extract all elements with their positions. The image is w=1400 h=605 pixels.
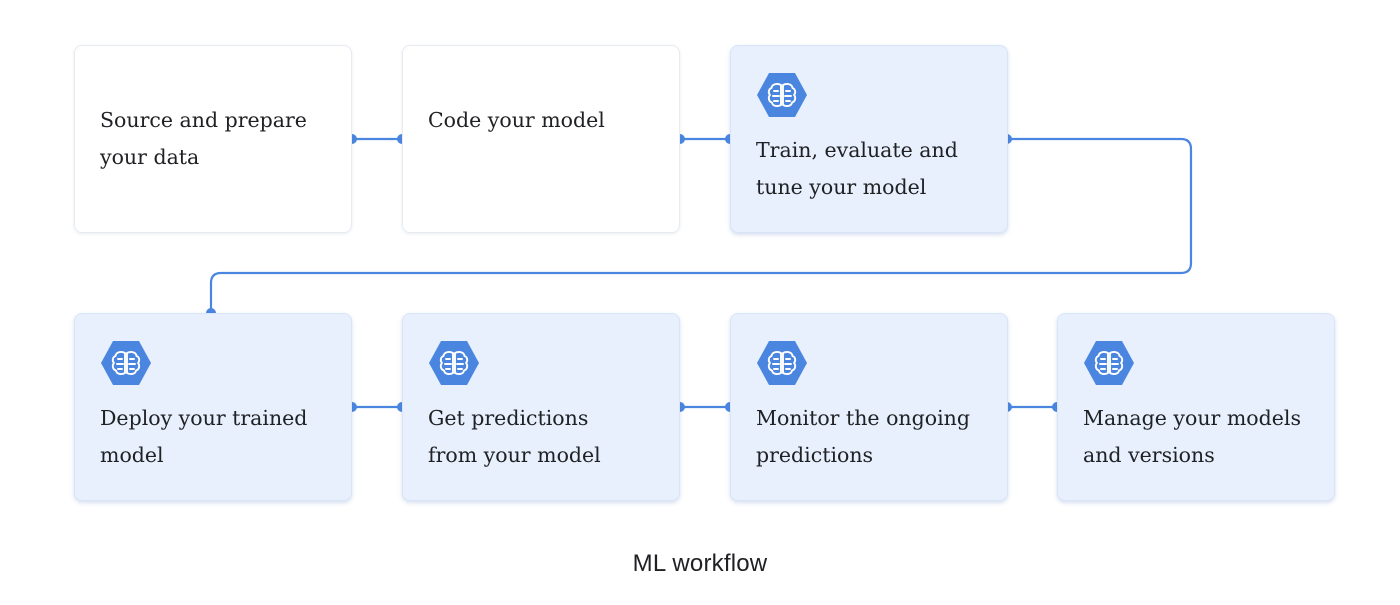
step-label: Train, evaluate and tune your model xyxy=(756,138,958,199)
step-code-model: Code your model xyxy=(402,45,680,233)
step-monitor-predictions: Monitor the ongoing predictions xyxy=(730,313,1008,501)
step-manage-models: Manage your models and versions xyxy=(1057,313,1335,501)
step-label: Code your model xyxy=(428,108,605,132)
ai-platform-brain-icon xyxy=(101,341,151,385)
step-label: Get predictions from your model xyxy=(428,406,601,467)
step-label: Manage your models and versions xyxy=(1083,406,1301,467)
diagram-caption: ML workflow xyxy=(632,550,768,577)
step-label: Source and prepare your data xyxy=(100,108,307,169)
step-source-and-prepare-data: Source and prepare your data xyxy=(74,45,352,233)
ai-platform-brain-icon xyxy=(429,341,479,385)
step-train-evaluate-tune: Train, evaluate and tune your model xyxy=(730,45,1008,233)
step-get-predictions: Get predictions from your model xyxy=(402,313,680,501)
step-label: Deploy your trained model xyxy=(100,406,308,467)
ai-platform-brain-icon xyxy=(757,73,807,117)
ai-platform-brain-icon xyxy=(1084,341,1134,385)
connector-3-4 xyxy=(209,137,1193,315)
step-deploy-model: Deploy your trained model xyxy=(74,313,352,501)
ai-platform-brain-icon xyxy=(757,341,807,385)
step-label: Monitor the ongoing predictions xyxy=(756,406,970,467)
